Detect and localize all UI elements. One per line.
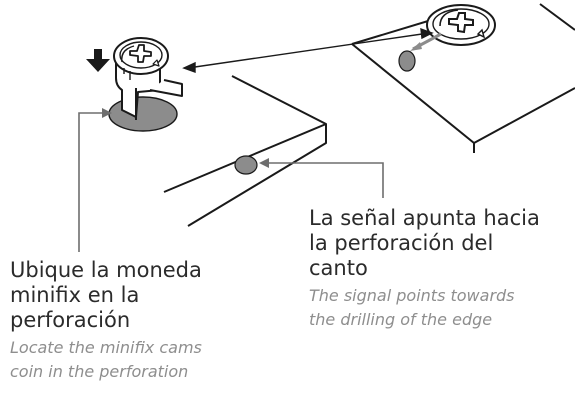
left-leader-line: [78, 112, 108, 252]
coin-connector-arrow: [182, 27, 434, 73]
left-edge-hole: [234, 155, 258, 175]
left-top-hole: [108, 96, 178, 132]
left-caption: Ubique la moneda minifix en la perforaci…: [10, 258, 202, 384]
right-caption-en-line-2: the drilling of the edge: [309, 310, 493, 329]
right-caption: La señal apunta hacia la perforación del…: [309, 206, 540, 332]
right-caption-es-line-1: La señal apunta hacia: [309, 206, 540, 230]
right-caption-es-line-3: canto: [309, 256, 368, 280]
right-board: [351, 3, 575, 153]
down-arrow-icon: [86, 49, 110, 72]
cam-coin-side-view: [113, 37, 183, 120]
cross-slot-icon: [448, 12, 474, 34]
left-caption-es-line-1: Ubique la moneda: [10, 258, 202, 282]
cross-slot-icon: [129, 44, 152, 63]
right-caption-en-line-1: The signal points towards: [309, 286, 515, 305]
rotation-arrow-icon: [439, 9, 459, 27]
cam-coin-top-view: [426, 4, 496, 46]
right-leader-line: [263, 162, 384, 198]
left-caption-en-line-2: coin in the perforation: [10, 362, 189, 381]
right-edge-hole: [398, 50, 416, 72]
left-board: [163, 75, 327, 227]
left-caption-es-line-3: perforación: [10, 308, 131, 332]
left-caption-en-line-1: Locate the minifix cams: [10, 338, 202, 357]
right-caption-es-line-2: la perforación del: [309, 231, 494, 255]
left-caption-es-line-2: minifix en la: [10, 283, 140, 307]
